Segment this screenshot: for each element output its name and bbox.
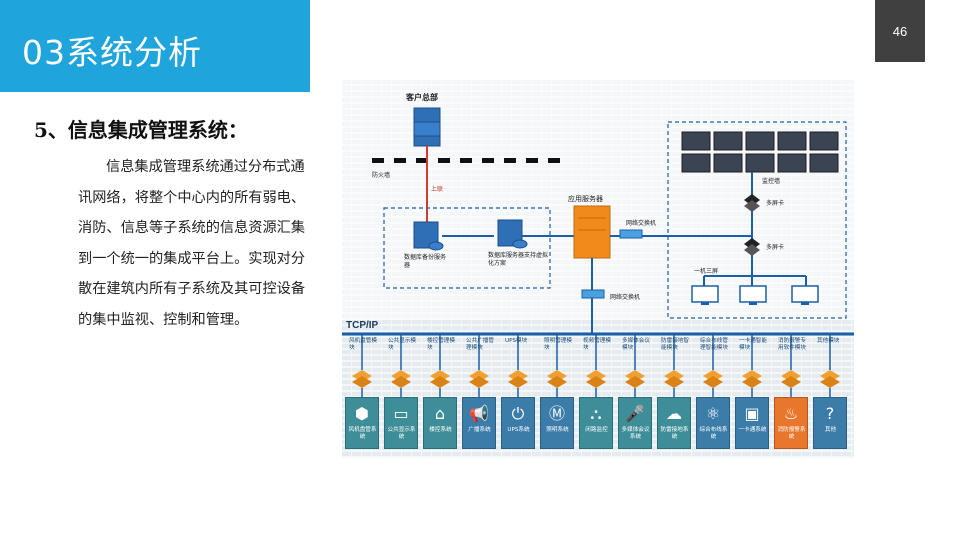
multi-screen-card-2-label: 多屏卡 (766, 244, 785, 251)
fire-extinguisher-icon: ♨ (783, 404, 799, 423)
switch-bottom-label: 网络交换机 (610, 294, 641, 301)
module-label: UPS模块 (505, 338, 528, 344)
system-box-fire-alarm: ♨ 消防报警系统 (774, 397, 808, 449)
switch-bottom-icon (581, 289, 605, 299)
system-label: 照明系统 (546, 427, 569, 433)
system-box-building-control: ⌂ 楼控系统 (423, 397, 457, 449)
multi-screen-card-1-label: 多屏卡 (766, 200, 785, 207)
cctv-icon: ⛬ (590, 404, 602, 423)
system-label: 广播系统 (468, 427, 491, 433)
module-label: 楼控管理模块 (427, 338, 455, 351)
switch-top-label: 网络交换机 (626, 220, 657, 227)
section-heading: 5、信息集成管理系统： (34, 118, 248, 142)
db-server-icon (497, 219, 528, 249)
system-box-public-display: ▭ 公共显示系统 (384, 397, 418, 449)
module-label: 防雷接地智能模块 (661, 338, 689, 351)
system-label: 闭路监控 (585, 427, 608, 433)
page-number: 46 (875, 0, 925, 62)
slide-title: 03系统分析 (22, 33, 202, 72)
system-label: 其他 (824, 427, 837, 433)
monitor-wall (681, 131, 839, 173)
multi-screen-card-1-icon (744, 194, 760, 212)
system-box-ups: ⏻ UPS系统 (501, 397, 535, 449)
module-label: 消防报警专用软件模块 (778, 338, 806, 351)
app-server-icon (573, 205, 611, 259)
question-icon: ? (825, 404, 835, 423)
cabling-icon: ⚛ (705, 404, 721, 423)
system-box-other: ? 其他 (813, 397, 847, 449)
hq-server-icon (413, 107, 441, 147)
one-pc-three-screens-label: 一机三屏 (694, 268, 719, 275)
system-label: 消防报警系统 (777, 427, 806, 440)
firewall-line (372, 158, 560, 163)
switch-top-icon (619, 229, 643, 239)
lightning-icon: ☁ (666, 404, 682, 423)
app-server-label: 应用服务器 (568, 195, 603, 203)
system-label: 防雷接地系统 (660, 427, 689, 440)
card-icon: ▣ (744, 404, 760, 423)
module-label: 多媒体会议模块 (622, 338, 650, 351)
monitor-group-box (667, 121, 847, 319)
system-label: 多媒体会议系统 (621, 427, 650, 440)
diagram-graphics (342, 80, 854, 458)
system-box-card: ▣ 一卡通系统 (735, 397, 769, 449)
firewall-label: 防火墙 (372, 172, 391, 179)
db-backup-label: 数据库备份服务器 (404, 254, 447, 269)
module-label: 综合布线管理智能模块 (700, 338, 728, 351)
fan-coil-icon: ⬢ (355, 404, 369, 423)
system-architecture-diagram: 客户总部 防火墙 上联 数据库备份服务器 数据库服务器支持虚拟化方案 应用服务器… (342, 80, 854, 458)
multi-screen-card-2-icon (744, 238, 760, 256)
system-label: 楼控系统 (429, 427, 452, 433)
monitor-icon (691, 285, 819, 303)
system-box-broadcast: 📢 广播系统 (462, 397, 496, 449)
system-label: 公共显示系统 (387, 427, 416, 440)
lighting-icon: Ⓜ (548, 404, 565, 423)
module-label: 其他模块 (817, 338, 840, 344)
body-paragraph: 信息集成管理系统通过分布式通讯网络，将整个中心内的所有弱电、消防、信息等子系统的… (78, 152, 306, 336)
system-box-cctv: ⛬ 闭路监控 (579, 397, 613, 449)
module-label: 公共显示模块 (388, 338, 416, 351)
system-label: 一卡通系统 (738, 427, 767, 433)
system-box-cabling: ⚛ 综合布线系统 (696, 397, 730, 449)
tcp-ip-label: TCP/IP (346, 320, 379, 331)
db-server-label: 数据库服务器支持虚拟化方案 (488, 252, 549, 267)
hq-label: 客户总部 (406, 93, 438, 102)
db-group-box (383, 207, 551, 289)
module-label: 公共广播管理模块 (466, 338, 494, 351)
body-text: 信息集成管理系统通过分布式通讯网络，将整个中心内的所有弱电、消防、信息等子系统的… (78, 159, 306, 328)
system-box-multimedia: 🎤 多媒体会议系统 (618, 397, 652, 449)
power-icon: ⏻ (511, 404, 525, 423)
system-box-lighting: Ⓜ 照明系统 (540, 397, 574, 449)
module-label: 视频管理模块 (583, 338, 611, 351)
module-label: 一卡通智能模块 (739, 338, 767, 351)
system-label: UPS系统 (507, 427, 530, 433)
microphone-icon: 🎤 (625, 404, 645, 423)
broadcast-icon: 📢 (469, 404, 489, 423)
building-control-icon: ⌂ (434, 404, 446, 423)
system-label: 风机盘管系统 (348, 427, 377, 440)
display-icon: ▭ (393, 404, 409, 423)
system-box-fan-coil: ⬢ 风机盘管系统 (345, 397, 379, 449)
monitor-wall-label: 监控墙 (762, 178, 781, 185)
module-node-icons (352, 370, 840, 388)
system-label: 综合布线系统 (699, 427, 728, 440)
uplink-label: 上联 (431, 186, 444, 193)
module-label: 风机盘管模块 (349, 338, 377, 351)
module-label: 照明管理模块 (544, 338, 572, 351)
db-backup-server-icon (413, 221, 444, 251)
title-bar: 03系统分析 (0, 0, 310, 92)
system-box-lightning-protection: ☁ 防雷接地系统 (657, 397, 691, 449)
